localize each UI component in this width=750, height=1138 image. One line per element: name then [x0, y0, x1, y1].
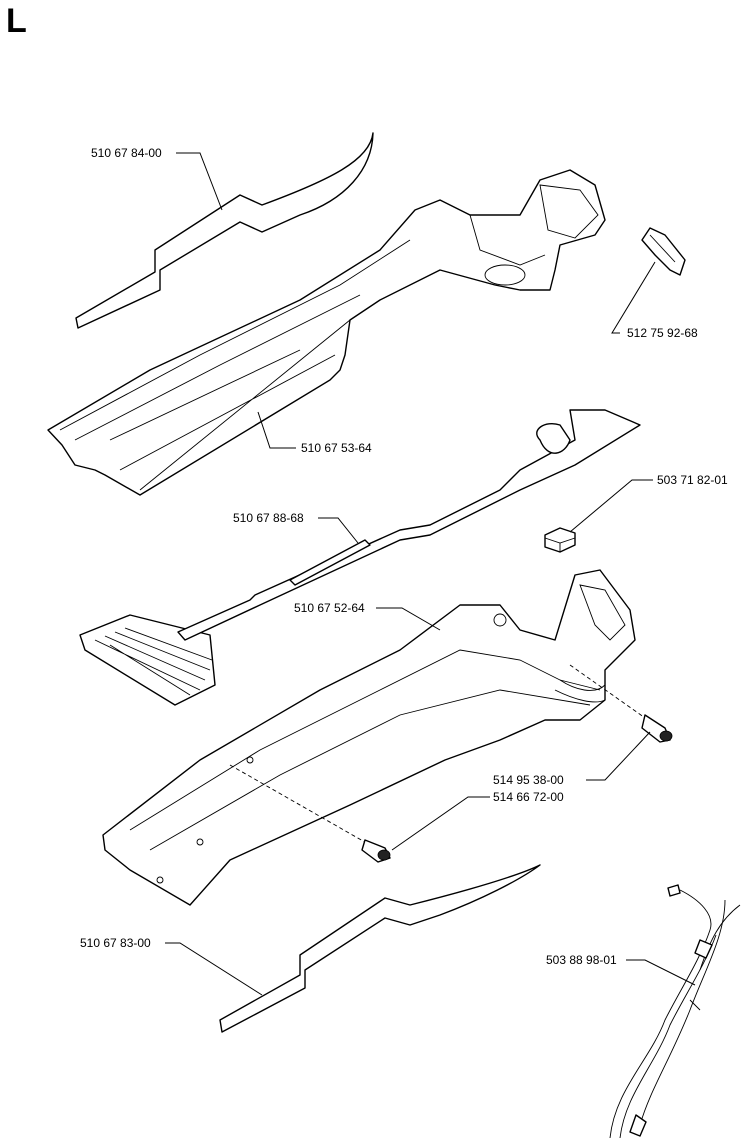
upper-housing	[47, 169, 606, 496]
control-rod	[79, 409, 641, 706]
part-label-503-71-82-01: 503 71 82-01	[657, 473, 728, 487]
section-letter: L	[6, 2, 27, 40]
wiring-harness	[609, 884, 741, 1138]
upper-decal-strip	[75, 132, 374, 329]
screw-upper	[569, 664, 673, 743]
part-label-510-67-52-64: 510 67 52-64	[294, 601, 365, 615]
part-label-510-67-84-00: 510 67 84-00	[91, 146, 162, 160]
part-label-514-66-72-00: 514 66 72-00	[493, 790, 564, 804]
screw-lower	[229, 764, 391, 863]
clip	[641, 227, 686, 276]
part-label-514-95-38-00: 514 95 38-00	[493, 773, 564, 787]
part-label-510-67-83-00: 510 67 83-00	[80, 936, 151, 950]
part-label-512-75-92-68: 512 75 92-68	[627, 326, 698, 340]
part-label-510-67-53-64: 510 67 53-64	[301, 441, 372, 455]
switch	[544, 527, 576, 553]
part-label-503-88-98-01: 503 88 98-01	[546, 953, 617, 967]
leader-lines	[165, 152, 696, 996]
lower-decal-strip	[219, 864, 541, 1033]
lower-housing	[102, 569, 636, 906]
part-label-510-67-88-68: 510 67 88-68	[233, 511, 304, 525]
